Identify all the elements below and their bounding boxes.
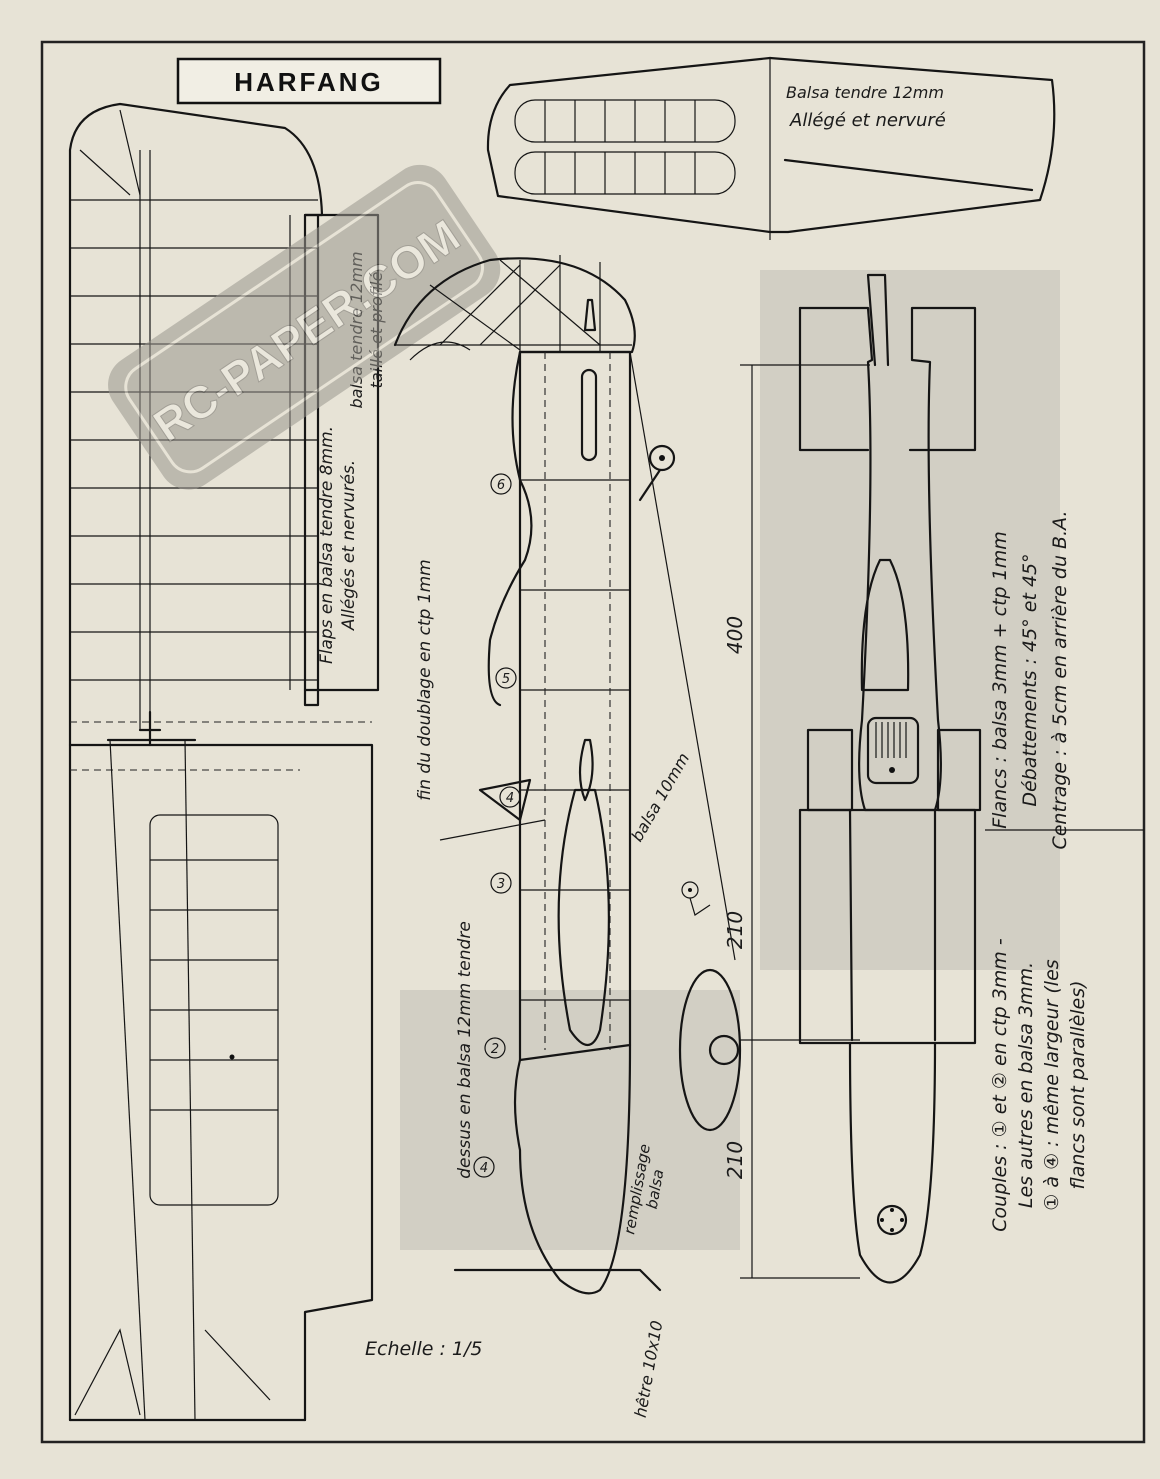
- couples-note-1: Couples : ① et ② en ctp 3mm -: [989, 938, 1011, 1232]
- notes-block: Flancs : balsa 3mm + ctp 1mm Débattement…: [985, 510, 1144, 1232]
- fuselage-side-view: [393, 255, 742, 1295]
- former-number: 5: [502, 672, 510, 687]
- tailplane-plan: Balsa tendre 12mm Allégé et nervuré: [486, 56, 1056, 240]
- couples-note-4: flancs sont parallèles): [1067, 980, 1089, 1189]
- tail-material-label: Balsa tendre 12mm: [786, 83, 944, 102]
- wing-plan: [68, 102, 380, 1422]
- dimension-lines: 400 210 210: [723, 364, 870, 1279]
- couples-note-3: ① à ④ : même largeur (les: [1041, 959, 1063, 1210]
- former-number: 4: [506, 791, 514, 806]
- hetre-label: hêtre 10x10: [631, 1319, 667, 1419]
- debattements-note: Débattements : 45° et 45°: [1019, 553, 1041, 806]
- former-numbers: 6 5 4 3 2 4: [473, 473, 521, 1178]
- couples-note-2: Les autres en balsa 3mm.: [1015, 962, 1037, 1208]
- flaps-label-2: Allégés et nervurés.: [339, 460, 359, 631]
- flaps-label-1: Flaps en balsa tendre 8mm.: [317, 426, 337, 664]
- page-frame: [40, 40, 1146, 1444]
- dimension-400: 400: [723, 616, 747, 654]
- former-number: 3: [497, 877, 505, 892]
- dessous-label: dessus en balsa 12mm tendre: [455, 921, 475, 1179]
- flancs-note: Flancs : balsa 3mm + ctp 1mm: [989, 531, 1011, 829]
- flower-icon: [681, 881, 711, 916]
- side-view-labels: fin du doublage en ctp 1mm dessus en bal…: [365, 559, 693, 1419]
- former-number: 6: [497, 478, 505, 493]
- doublage-label: fin du doublage en ctp 1mm: [415, 559, 435, 800]
- page-title: HARFANG: [234, 67, 384, 97]
- tail-note-label: Allégé et nervuré: [789, 110, 946, 131]
- balsa10-label: balsa 10mm: [627, 750, 693, 845]
- fuselage-top-view: [798, 273, 982, 1284]
- dimension-210-a: 210: [723, 911, 747, 949]
- scale-label: Echelle : 1/5: [365, 1338, 483, 1360]
- dimension-210-b: 210: [723, 1141, 747, 1179]
- former-number: 4: [480, 1161, 488, 1176]
- title-box: HARFANG: [176, 57, 442, 105]
- centrage-note: Centrage : à 5cm en arrière du B.A.: [1049, 510, 1071, 849]
- former-number: 2: [491, 1042, 499, 1057]
- background-text-ghost: [400, 270, 1060, 1250]
